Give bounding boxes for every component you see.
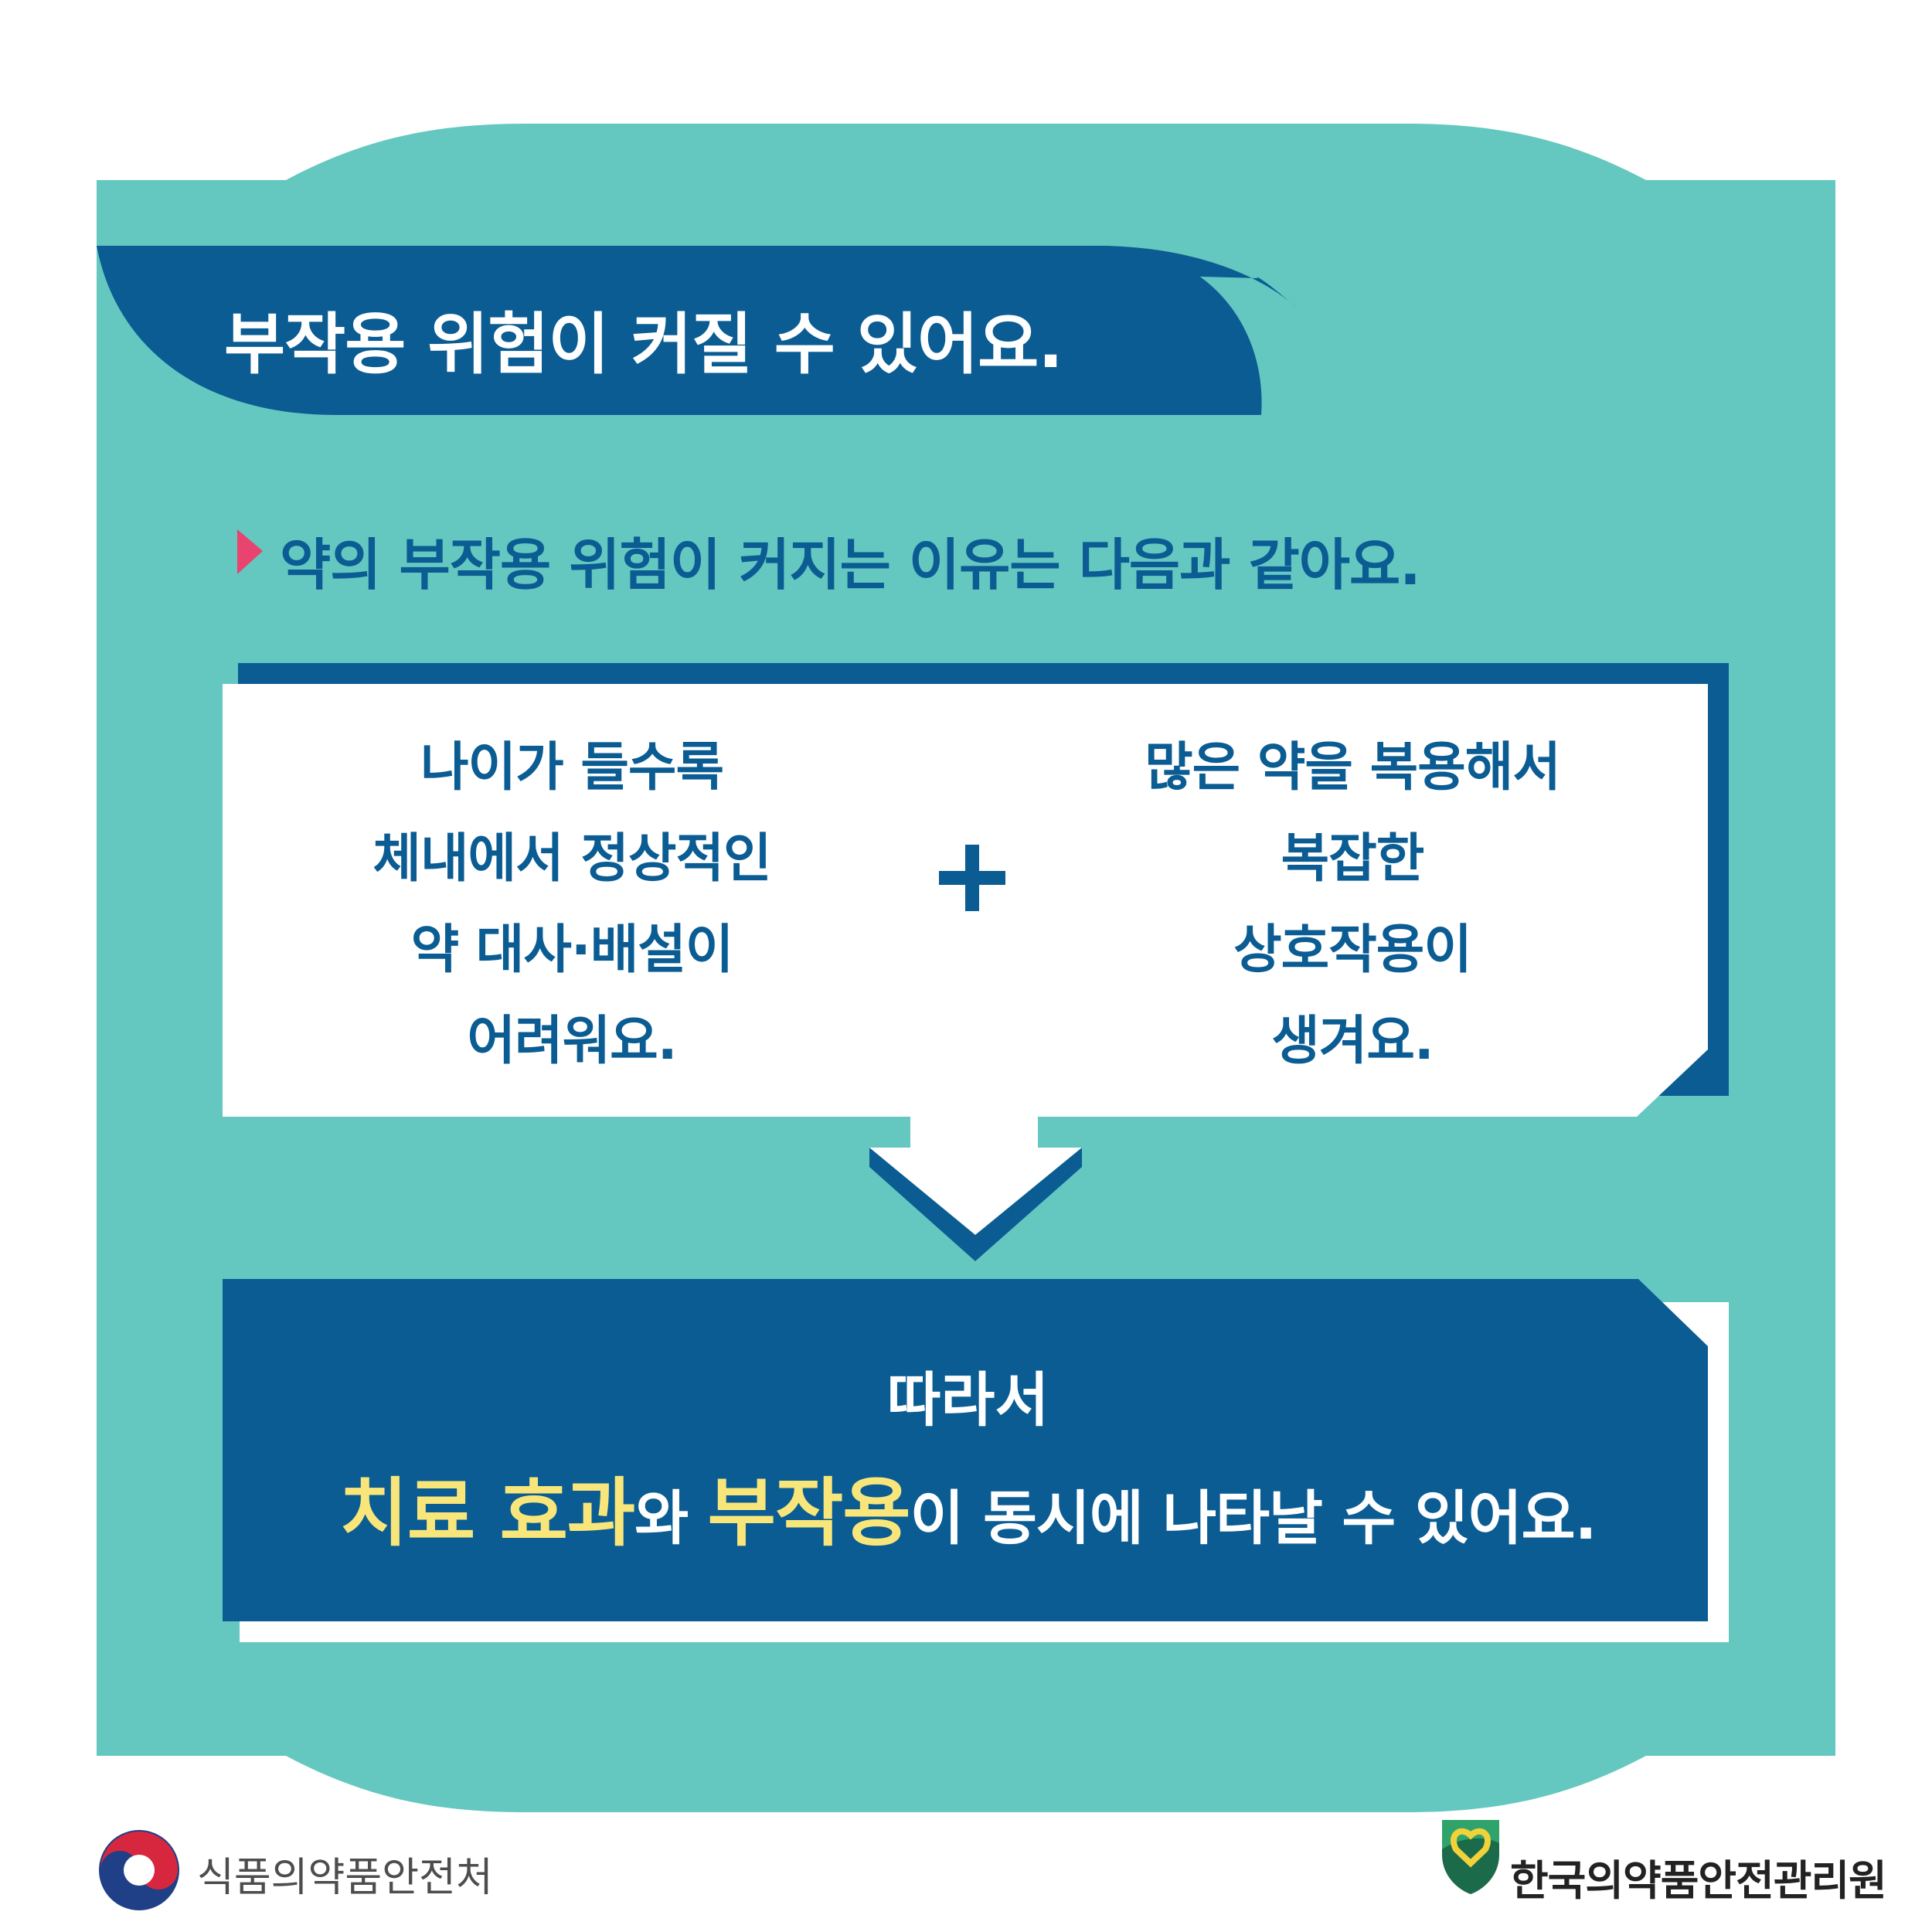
cause-polypharmacy-line: 상호작용이 <box>1233 920 1472 981</box>
cause-polypharmacy-line: 복잡한 <box>1281 828 1425 889</box>
highlight-treatment-effect: 치료 효과 <box>339 1470 636 1556</box>
result-statement: 치료 효과와 부작용이 동시에 나타날 수 있어요. <box>224 1453 1712 1560</box>
cause-polypharmacy-line: 생겨요. <box>1271 1011 1434 1072</box>
cause-aging-line: 체내에서 정상적인 <box>372 828 771 889</box>
cause-aging-line: 약 대사·배설이 <box>410 920 734 981</box>
footer-org-right: 한국의약품안전관리원 <box>1510 1856 1887 1905</box>
taegeuk-logo-icon <box>99 1830 179 1910</box>
result-text-part: 이 동시에 나타날 수 있어요. <box>910 1484 1597 1553</box>
cause-polypharmacy-line: 많은 약을 복용해서 <box>1145 737 1561 798</box>
triangle-right-icon <box>237 529 263 574</box>
cause-aging-line: 나이가 들수록 <box>420 737 724 798</box>
highlight-side-effect: 부작용 <box>707 1470 911 1556</box>
subtitle-text: 약의 부작용 위험이 커지는 이유는 다음과 같아요. <box>280 532 1421 597</box>
footer-org-left: 식품의약품안전처 <box>197 1855 493 1901</box>
result-text-part: 와 <box>634 1484 708 1553</box>
title-banner-body <box>97 246 1262 415</box>
shield-heart-logo-icon <box>1442 1820 1499 1894</box>
chevron-down-icon <box>869 1117 1082 1261</box>
cause-aging: 나이가 들수록 체내에서 정상적인 약 대사·배설이 어려워요. <box>263 723 881 1087</box>
result-lead: 따라서 <box>886 1366 1049 1434</box>
result-card <box>223 1279 1708 1621</box>
plus-icon <box>939 845 1005 911</box>
cause-aging-line: 어려워요. <box>467 1011 677 1072</box>
cause-polypharmacy: 많은 약을 복용해서 복잡한 상호작용이 생겨요. <box>1032 723 1673 1087</box>
page-title: 부작용 위험이 커질 수 있어요. <box>224 306 1063 383</box>
